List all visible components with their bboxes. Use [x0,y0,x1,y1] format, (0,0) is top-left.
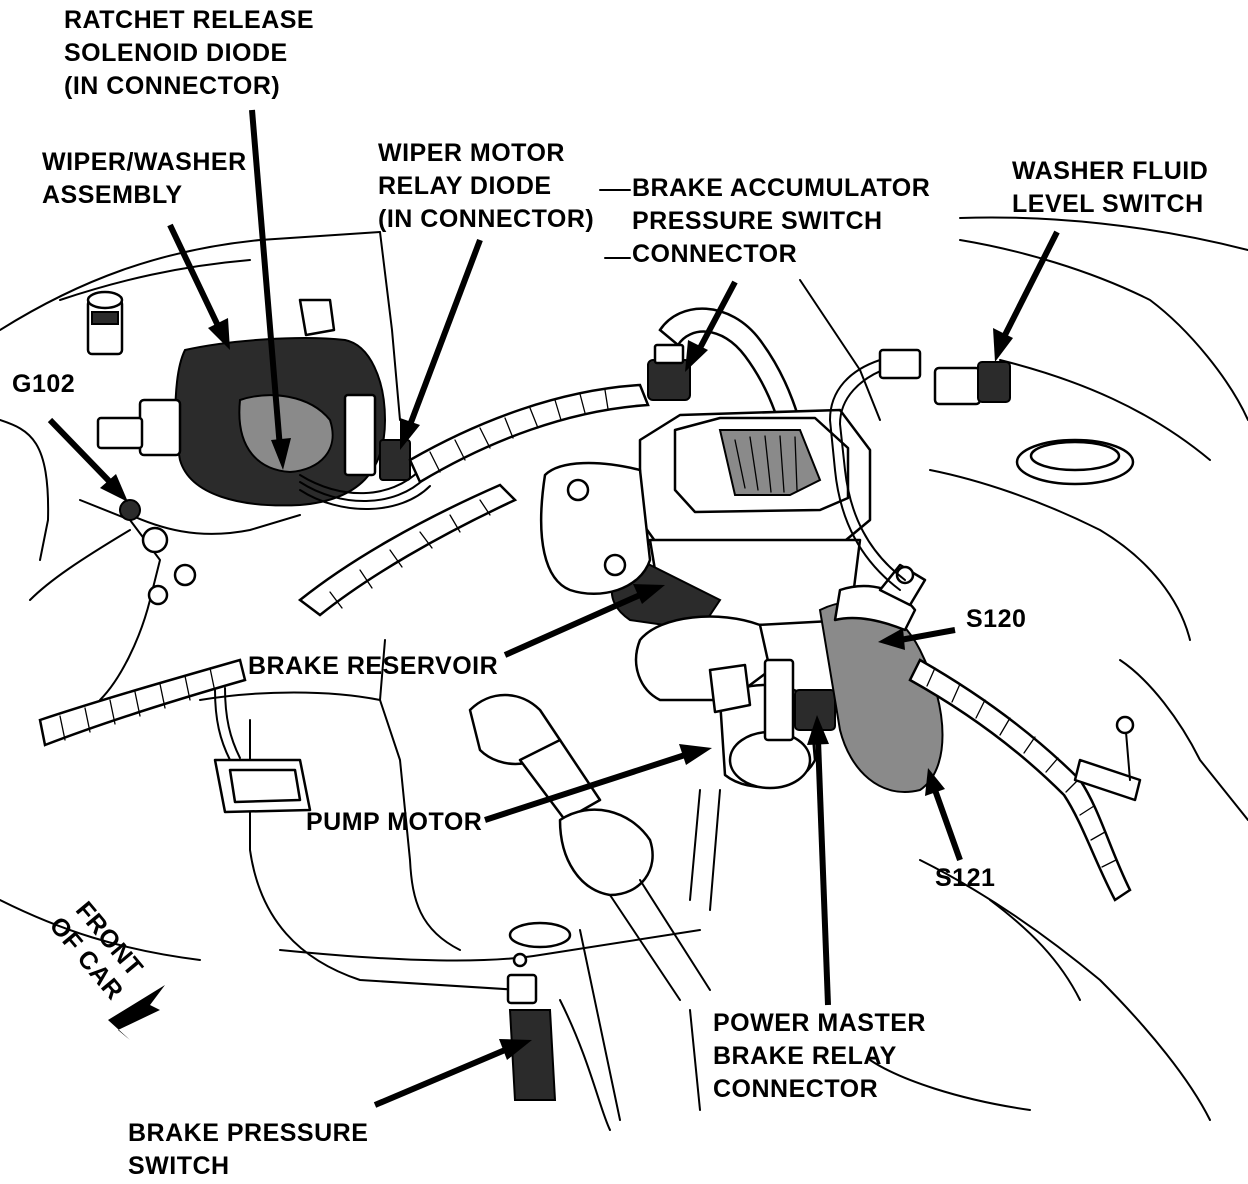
splice-loom [818,563,944,793]
brake-line [518,738,721,1001]
label-s121: S121 [935,864,996,892]
wiper-washer-assembly [96,298,411,507]
body-contours [0,189,1248,1131]
label-ratchet-release-solenoid-diode: RATCHET RELEASE SOLENOID DIODE (IN CONNE… [64,6,315,100]
washer-fluid-switch [829,348,1135,591]
brake-accumulator-connector [647,343,691,401]
label-brake-pressure-switch: BRAKE PRESSURE SWITCH [128,1119,369,1180]
label-s120: S120 [966,605,1027,633]
booster-flange [468,461,652,766]
label-wiper-motor-relay-diode: WIPER MOTOR RELAY DIODE (IN CONNECTOR) [378,139,595,233]
wiring-loom-right [908,658,1142,902]
label-brake-reservoir: BRAKE RESERVOIR [248,652,499,680]
label-wiper-washer-assembly: WIPER/WASHER ASSEMBLY [42,148,247,209]
wiper-wiring [119,469,431,535]
label-pump-motor: PUMP MOTOR [306,808,483,836]
brake-pressure-switch [506,921,572,1101]
label-g102: G102 [12,370,76,398]
strut-bolt [86,290,124,356]
label-brake-accumulator-pressure-switch-connector: BRAKE ACCUMULATOR PRESSURE SWITCH CONNEC… [632,174,931,268]
label-power-master-brake-relay-connector: POWER MASTER BRAKE RELAY CONNECTOR [713,1009,926,1103]
pump-motor [634,615,836,790]
wiring-loom-upper [297,307,812,617]
brake-reservoir [610,408,872,632]
front-of-car-arrow [108,985,165,1040]
label-washer-fluid-level-switch: WASHER FLUID LEVEL SWITCH [1012,157,1209,218]
leader-arrows [47,109,1060,1108]
left-harness [38,658,312,814]
g102-ground [29,499,197,701]
